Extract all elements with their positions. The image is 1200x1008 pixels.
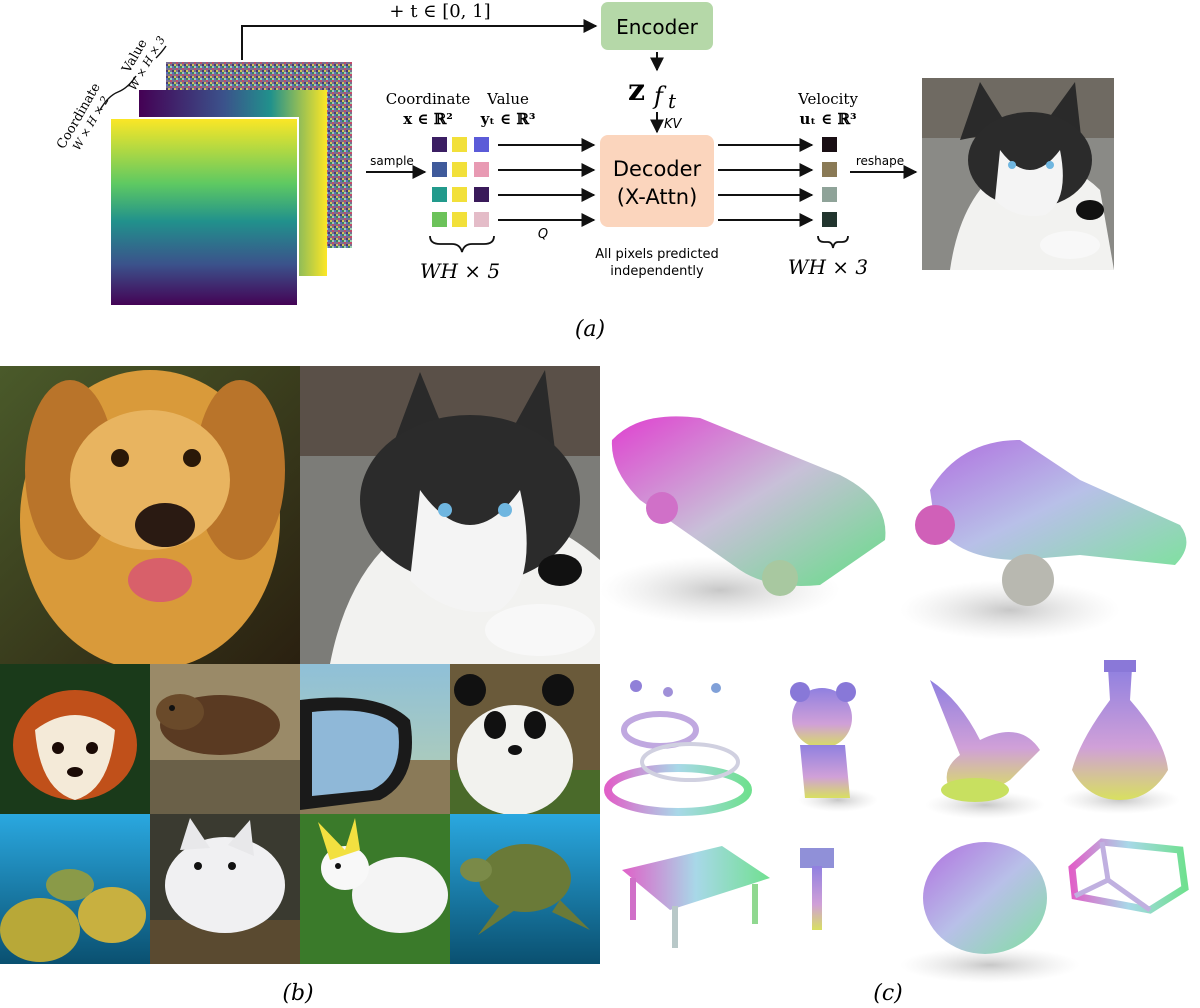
encoder-label: Encoder: [616, 15, 699, 39]
panel-c: (c): [600, 416, 1189, 1006]
kv-label: KV: [664, 117, 683, 132]
query-arrows: [498, 138, 596, 227]
token-cell: [432, 162, 447, 177]
independent-line2: independently: [610, 264, 704, 279]
wh5-label: WH × 5: [420, 259, 500, 283]
token-cell: [432, 212, 447, 227]
reshape-label: reshape: [856, 154, 904, 168]
token-cell: [474, 162, 489, 177]
velocity-cell: [822, 162, 837, 177]
object-bird-statue: [925, 680, 1045, 819]
stack-value-label: Value W × H × 3: [119, 34, 168, 93]
decoder-line1: Decoder: [613, 157, 702, 181]
panel-a: Coordinate W × H × 2 Value W × H × 3 + t…: [54, 1, 1114, 342]
latent-t: t: [668, 89, 677, 113]
tile-husky: [300, 366, 600, 664]
encoder-box: [601, 2, 713, 50]
velocity-brace: [817, 235, 849, 249]
caption-c: (c): [873, 981, 903, 1006]
t-label: + t ∈ [0, 1]: [389, 1, 490, 22]
velocity-cell: [822, 187, 837, 202]
caption-b: (b): [282, 981, 313, 1006]
object-table: [622, 846, 770, 948]
tile-arctic-fox: [150, 814, 300, 964]
sample-label: sample: [370, 154, 414, 168]
token-cell: [432, 137, 447, 152]
object-ring-lamp: [604, 680, 752, 816]
tile-cockatoo: [300, 814, 450, 964]
token-cell: [452, 187, 467, 202]
tile-coral-reef: [0, 814, 150, 964]
latent-z: z: [628, 73, 645, 108]
caption-a: (a): [575, 317, 605, 342]
value-math: yₜ ∈ ℝ³: [480, 110, 536, 128]
tokens-brace: [429, 235, 495, 253]
tile-panda: [450, 664, 600, 815]
velocity-head: Velocity: [797, 90, 858, 108]
stack-coord-brace: [99, 75, 137, 111]
tile-otter: [150, 664, 300, 814]
object-teddy: [790, 682, 878, 812]
panel-b: (b): [0, 366, 600, 1006]
token-cell: [474, 137, 489, 152]
velocity-cell: [822, 137, 837, 152]
token-grid: [432, 137, 489, 227]
coord-math: x ∈ ℝ²: [403, 110, 453, 128]
token-cell: [452, 212, 467, 227]
decoder-box: [600, 135, 714, 227]
coord-head: Coordinate: [386, 90, 471, 108]
object-vase: [1060, 660, 1180, 814]
output-husky-image: [922, 78, 1114, 270]
decoder-line2: (X-Attn): [617, 185, 698, 209]
object-cannon: [900, 440, 1187, 640]
tile-sea-turtle: [450, 814, 600, 964]
token-cell: [432, 187, 447, 202]
tile-golden-retriever: [0, 366, 300, 670]
independent-line1: All pixels predicted: [595, 247, 719, 262]
velocity-cell: [822, 212, 837, 227]
q-label: Q: [538, 227, 548, 242]
latent-f: f: [652, 82, 667, 110]
value-head: Value: [486, 90, 529, 108]
tile-red-panda: [0, 664, 150, 814]
t-arrow: [241, 19, 598, 60]
token-cell: [452, 137, 467, 152]
stack-value-brace: [155, 45, 167, 59]
tile-car-mirror: [300, 664, 450, 814]
coordinate-layer: [109, 117, 299, 307]
velocity-tokens: [822, 137, 837, 227]
stack-coord-label: Coordinate W × H × 2: [54, 80, 112, 152]
token-cell: [474, 212, 489, 227]
object-car: [600, 416, 886, 624]
object-cushion: [900, 842, 1080, 983]
object-hammer: [800, 848, 834, 930]
token-cell: [474, 187, 489, 202]
token-cell: [452, 162, 467, 177]
velocity-math: uₜ ∈ ℝ³: [799, 110, 856, 128]
object-frame: [1068, 838, 1189, 914]
wh3-label: WH × 3: [788, 255, 868, 279]
input-stack: [109, 62, 352, 307]
output-arrows: [718, 138, 814, 227]
